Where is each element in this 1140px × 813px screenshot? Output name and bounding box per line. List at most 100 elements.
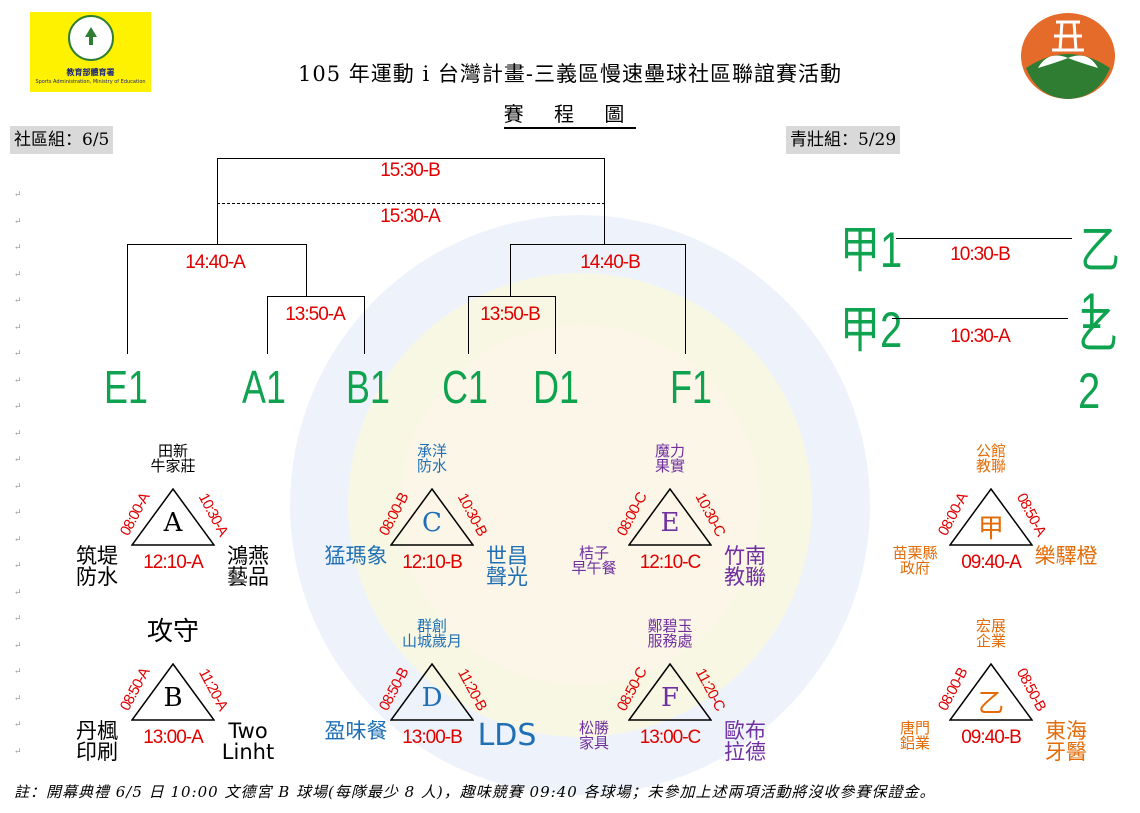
qf-right-time: 13:50-B [480, 304, 541, 325]
pool-triangle [131, 663, 215, 721]
paragraph-mark: ↵ [14, 614, 22, 624]
qf-right-r [555, 296, 556, 354]
page-title: 105 年運動 i 台灣計畫-三義區慢速壘球社區聯誼賽活動 [298, 62, 842, 86]
team-d1: D1 [533, 361, 579, 413]
pool-bottom-time: 12:10-B [402, 552, 463, 573]
pool-triangle [131, 488, 215, 546]
youth-row1-time: 10:30-B [950, 244, 1011, 265]
pool-bottom-left-team: 唐門鋁業 [899, 719, 930, 752]
paragraph-mark: ↵ [14, 667, 22, 677]
pool-letter: 乙 [977, 689, 1004, 719]
footer-note: 註：開幕典禮 6/5 日 10:00 文德宮 B 球場(每隊最少 8 人)，趣味… [14, 783, 936, 801]
paragraph-mark: ↵ [14, 640, 22, 651]
pool-letter: C [422, 508, 442, 538]
pool-bottom-right-team: 竹南教聯 [724, 544, 766, 589]
pool-top-team: 魔力果實 [654, 442, 685, 475]
pool-top-team: 鄭碧玉服務處 [647, 617, 693, 650]
paragraph-mark: ↵ [14, 455, 22, 465]
paragraph-mark: ↵ [14, 269, 22, 280]
pool-bottom-time: 12:10-C [639, 552, 702, 573]
pool-bottom-time: 12:10-A [143, 552, 204, 573]
final-right-line [604, 158, 605, 244]
paragraph-mark: ↵ [14, 508, 22, 518]
pool-triangle [628, 663, 712, 721]
pool-bottom-left-team: 筑堤防水 [76, 544, 118, 589]
paragraph-mark: ↵ [14, 720, 22, 730]
pool-letter: D [421, 683, 443, 713]
pool-top-team: 田新牛家莊 [150, 442, 196, 475]
final-left-line [217, 158, 218, 244]
team-f1: F1 [670, 361, 712, 413]
youth-row1-line [896, 238, 1072, 239]
paragraph-mark: ↵ [14, 534, 22, 545]
pool-bottom-left-team: 桔子早午餐 [571, 544, 617, 577]
final-top-line [217, 158, 605, 159]
paragraph-mark: ↵ [14, 746, 22, 757]
youth-jia1: 甲1 [840, 222, 903, 278]
watermark-seal [290, 215, 870, 795]
semi-right-r [685, 244, 686, 354]
final-dashed-line [217, 203, 605, 204]
pool-bottom-right-team: LDS [477, 718, 537, 753]
pool-bottom-time: 13:00-B [402, 727, 463, 748]
team-b1: B1 [346, 361, 390, 413]
pool-bottom-time: 09:40-B [961, 727, 1022, 748]
pool-bottom-time: 13:00-A [143, 727, 204, 748]
pool-letter: E [660, 508, 680, 538]
semi-left-time: 14:40-A [185, 252, 246, 273]
paragraph-mark: ↵ [14, 216, 22, 227]
logo-subtitle: Sports Administration, Ministry of Educa… [35, 79, 146, 85]
pool-letter: 甲 [977, 514, 1004, 544]
qf-left-time: 13:50-A [285, 304, 346, 325]
team-a1: A1 [242, 361, 286, 413]
paragraph-mark: ↵ [14, 587, 22, 598]
pool-bottom-right-team: 樂驛橙 [1034, 544, 1098, 568]
final-time-a: 15:30-A [380, 206, 441, 227]
youth-row2-line [892, 318, 1068, 319]
paragraph-mark: ↵ [14, 296, 22, 306]
pool-top-team: 宏展企業 [975, 617, 1006, 650]
paragraph-mark: ↵ [14, 322, 22, 333]
pool-bottom-right-team: 世昌聲光 [486, 544, 528, 589]
youth-yi1: 乙1 [1080, 222, 1120, 339]
semi-right-time: 14:40-B [580, 252, 641, 273]
community-group-label: 社區組：6/5 [10, 126, 114, 154]
final-time-b: 15:30-B [380, 160, 441, 181]
paragraph-mark: ↵ [14, 428, 22, 439]
pool-bottom-right-team: 東海牙醫 [1045, 719, 1087, 764]
sports-administration-logo: 教育部體育署 Sports Administration, Ministry o… [30, 12, 151, 92]
qf-left-r [364, 296, 365, 354]
paragraph-mark: ↵ [14, 243, 22, 253]
pool-top-team: 群創山城歲月 [401, 617, 462, 650]
youth-row2-time: 10:30-A [950, 326, 1011, 347]
pool-letter: A [163, 508, 183, 538]
pool-triangle [390, 663, 474, 721]
semi-left-l [127, 244, 128, 354]
pool-triangle [949, 488, 1033, 546]
paragraph-mark: ↵ [14, 349, 22, 359]
team-c1: C1 [442, 361, 488, 413]
semi-left-r [306, 244, 307, 296]
logo-title: 教育部體育署 [66, 68, 115, 77]
pool-bottom-right-team: 鴻燕藝品 [227, 544, 269, 589]
pool-bottom-time: 13:00-C [639, 727, 702, 748]
team-e1: E1 [104, 361, 148, 413]
pool-top-team: 承洋防水 [416, 442, 447, 475]
pool-top-team: 攻守 [146, 617, 199, 647]
pool-letter: F [660, 683, 680, 713]
paragraph-mark: ↵ [14, 481, 22, 492]
qf-right-top [468, 296, 556, 297]
pool-triangle [628, 488, 712, 546]
pool-triangle [949, 663, 1033, 721]
page-subtitle: 賽 程 圖 [0, 98, 1140, 129]
semi-right-l [510, 244, 511, 296]
qf-left-l [267, 296, 268, 354]
pool-bottom-left-team: 丹楓印刷 [76, 719, 118, 764]
youth-group-label: 青壯組：5/29 [786, 126, 901, 154]
pool-letter: B [163, 683, 183, 713]
paragraph-mark: ↵ [14, 402, 22, 412]
pool-bottom-left-team: 猛瑪象 [324, 544, 388, 568]
paragraph-mark: ↵ [14, 190, 22, 200]
qf-right-l [468, 296, 469, 354]
